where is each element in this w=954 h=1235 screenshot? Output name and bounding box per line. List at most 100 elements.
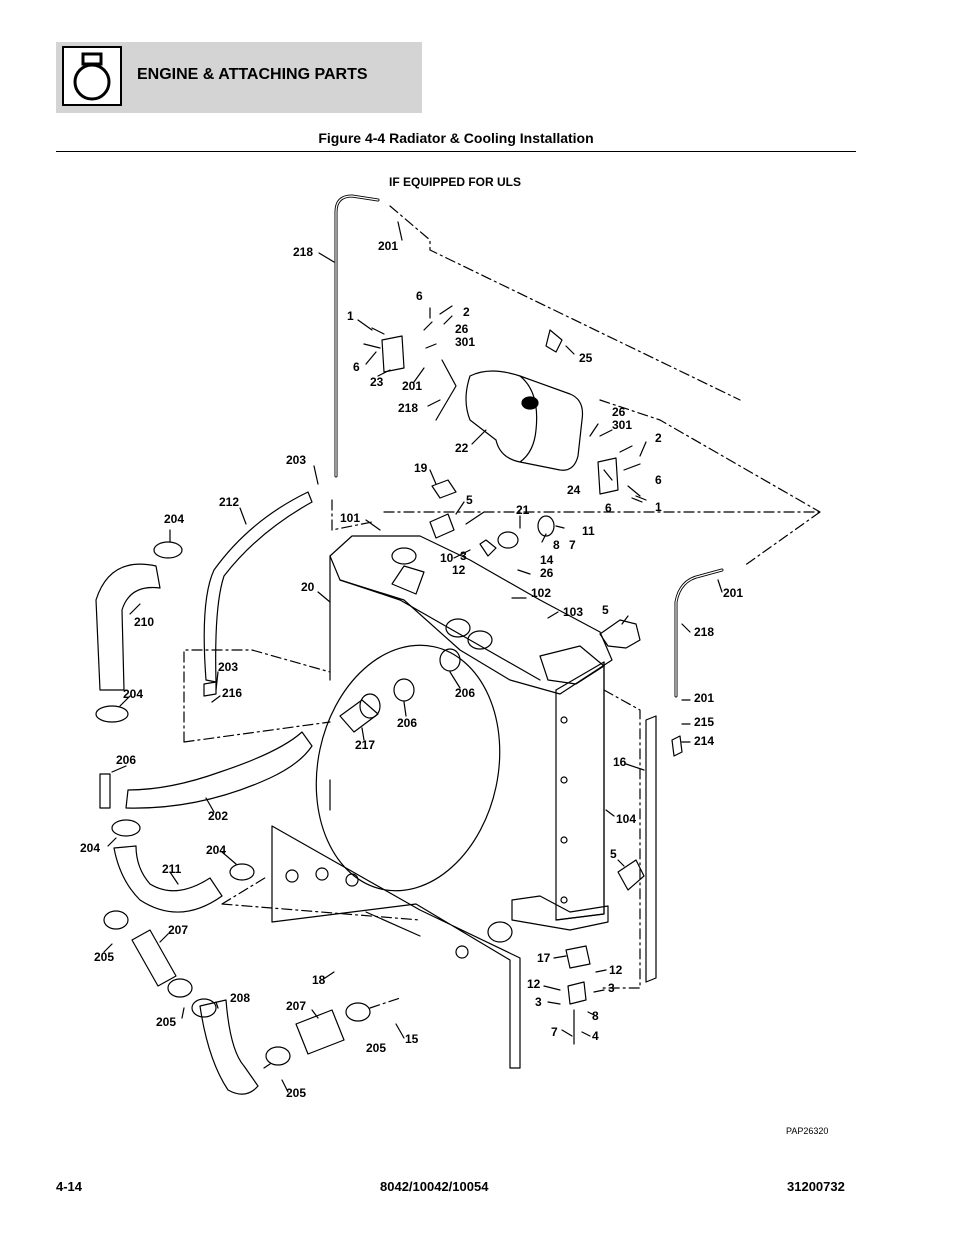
callout-102: 102 [531, 586, 552, 600]
callout-1: 1 [655, 500, 662, 514]
callout-26: 26 [455, 322, 469, 336]
callout-26: 26 [612, 405, 626, 419]
callout-301: 301 [612, 418, 633, 432]
callout-215: 215 [694, 715, 715, 729]
bracket-24 [597, 457, 619, 495]
callout-15: 15 [405, 1032, 419, 1046]
callout-201: 201 [402, 379, 423, 393]
callout-5: 5 [466, 493, 473, 507]
shroud-panel-18 [271, 825, 521, 1069]
hose-211 [113, 845, 223, 913]
bracket-23 [381, 335, 405, 373]
callout-201: 201 [378, 239, 399, 253]
callout-103: 103 [563, 605, 584, 619]
callout-1: 1 [347, 309, 354, 323]
callout-216: 216 [222, 686, 243, 700]
callout-24: 24 [567, 483, 581, 497]
callout-6: 6 [605, 501, 612, 515]
model-numbers: 8042/10042/10054 [380, 1179, 489, 1194]
dashed-uls-line [389, 205, 741, 401]
surge-tank-cap [521, 396, 539, 410]
radiator-top-tank [329, 535, 613, 695]
callout-8: 8 [553, 538, 560, 552]
callout-206: 206 [116, 753, 137, 767]
callout-4: 4 [592, 1029, 599, 1043]
callout-207: 207 [286, 999, 307, 1013]
callout-5: 5 [610, 847, 617, 861]
callout-206: 206 [397, 716, 418, 730]
callout-201: 201 [723, 586, 744, 600]
dashed-box-upper [331, 399, 821, 567]
side-panel-104 [555, 661, 605, 921]
surge-tank [465, 370, 584, 471]
callout-12: 12 [609, 963, 623, 977]
callout-3: 3 [535, 995, 542, 1009]
document-number: 31200732 [787, 1179, 845, 1194]
callout-11: 11 [582, 524, 595, 538]
callout-204: 204 [123, 687, 144, 701]
hose-210 [95, 563, 161, 691]
callout-2: 2 [463, 305, 470, 319]
callout-205: 205 [94, 950, 115, 964]
callout-6: 6 [655, 473, 662, 487]
callout-101: 101 [340, 511, 361, 525]
callout-218: 218 [398, 401, 419, 415]
callout-7: 7 [551, 1025, 558, 1039]
callout-218: 218 [694, 625, 715, 639]
callout-204: 204 [206, 843, 227, 857]
page-number: 4-14 [56, 1179, 83, 1194]
callout-206: 206 [455, 686, 476, 700]
drawing-id: PAP26320 [786, 1126, 829, 1136]
callout-204: 204 [80, 841, 101, 855]
callout-202: 202 [208, 809, 229, 823]
callout-104: 104 [616, 812, 637, 826]
title-rule [56, 151, 856, 152]
callout-211: 211 [162, 862, 182, 876]
callout-10: 10 [440, 551, 454, 565]
callout-205: 205 [156, 1015, 177, 1029]
callout-3: 3 [460, 549, 467, 563]
callout-23: 23 [370, 375, 384, 389]
callout-203: 203 [218, 660, 239, 674]
bar-16 [645, 715, 657, 983]
callout-12: 12 [452, 563, 466, 577]
callout-21: 21 [516, 503, 530, 517]
callout-26: 26 [540, 566, 554, 580]
callout-14: 14 [540, 553, 554, 567]
callout-2: 2 [655, 431, 662, 445]
callout-22: 22 [455, 441, 469, 455]
callout-205: 205 [286, 1086, 307, 1100]
callout-20: 20 [301, 580, 315, 594]
callout-17: 17 [537, 951, 551, 965]
callout-201: 201 [694, 691, 715, 705]
callout-205: 205 [366, 1041, 387, 1055]
hose-212 [203, 491, 313, 683]
callout-8: 8 [592, 1009, 599, 1023]
callout-18: 18 [312, 973, 326, 987]
callout-19: 19 [414, 461, 428, 475]
callout-3: 3 [608, 981, 615, 995]
uls-note: IF EQUIPPED FOR ULS [389, 175, 522, 189]
callout-210: 210 [134, 615, 155, 629]
dashed-box-lower [183, 649, 641, 989]
callout-301: 301 [455, 335, 476, 349]
callout-204: 204 [164, 512, 185, 526]
callout-208: 208 [230, 991, 251, 1005]
callout-212: 212 [219, 495, 240, 509]
callout-25: 25 [579, 351, 593, 365]
callout-12: 12 [527, 977, 541, 991]
fan-shroud [315, 644, 501, 892]
section-title: ENGINE & ATTACHING PARTS [137, 66, 368, 83]
callout-218: 218 [293, 245, 314, 259]
callout-6: 6 [416, 289, 423, 303]
hose-202 [125, 731, 313, 809]
callout-214: 214 [694, 734, 715, 748]
hose-208 [199, 999, 259, 1095]
callout-5: 5 [602, 603, 609, 617]
callout-7: 7 [569, 538, 576, 552]
callout-203: 203 [286, 453, 307, 467]
callout-16: 16 [613, 755, 627, 769]
callout-6: 6 [353, 360, 360, 374]
callout-207: 207 [168, 923, 189, 937]
